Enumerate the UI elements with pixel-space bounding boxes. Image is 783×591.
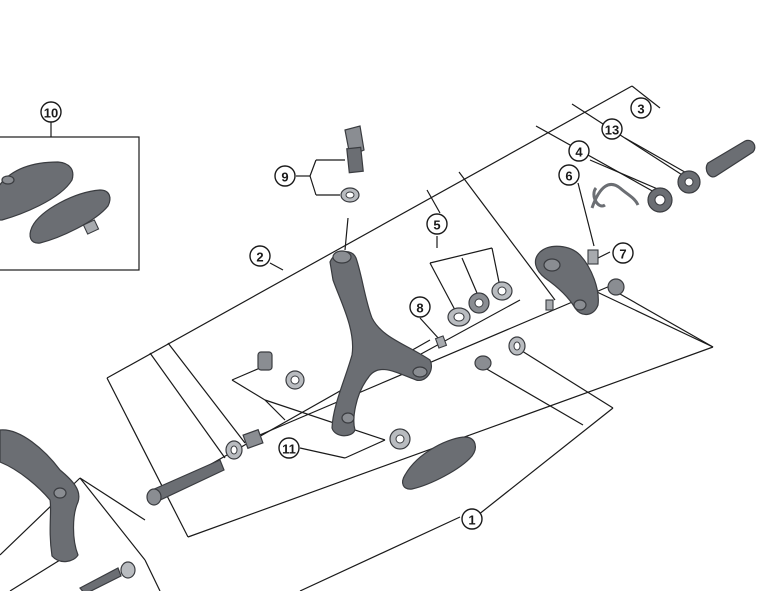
svg-text:11: 11: [282, 442, 296, 457]
svg-text:9: 9: [281, 170, 288, 185]
brake-arm-icon: [329, 250, 432, 437]
spring-cover-icon: [534, 245, 599, 315]
svg-text:10: 10: [44, 106, 58, 121]
svg-text:1: 1: [468, 513, 475, 528]
callout-3: 3: [630, 97, 652, 119]
svg-text:2: 2: [256, 250, 263, 265]
svg-text:6: 6: [565, 169, 572, 184]
bushing-icon: [474, 355, 492, 371]
svg-text:13: 13: [605, 123, 619, 138]
callout-4: 4: [568, 140, 590, 162]
parts: [0, 125, 756, 591]
callout-2: 2: [249, 245, 271, 267]
axle-bolt-icon: [146, 428, 264, 506]
adjust-screw-icon: [434, 335, 448, 349]
spring-icon: [590, 183, 640, 209]
callout-6: 6: [558, 164, 580, 186]
svg-text:8: 8: [416, 301, 423, 316]
fixing-bolt-icon: [340, 125, 365, 203]
svg-text:3: 3: [637, 102, 644, 117]
set-screw-icon: [587, 249, 599, 265]
svg-text:4: 4: [575, 145, 583, 160]
callout-5: 5: [426, 213, 448, 235]
callouts: 1 2 3 4 5 6 7 8: [40, 97, 652, 530]
callout-13: 13: [601, 118, 623, 140]
callout-10: 10: [40, 101, 62, 123]
svg-text:7: 7: [619, 247, 626, 262]
callout-9: 9: [274, 165, 296, 187]
callout-11: 11: [278, 437, 300, 459]
brake-arm-left-icon: [0, 429, 80, 563]
svg-text:5: 5: [433, 218, 440, 233]
bushing-icon: [607, 278, 625, 296]
small-bolt-icon: [79, 567, 122, 591]
pin-icon: [545, 299, 554, 311]
callout-1: 1: [461, 508, 483, 530]
pivot-bolt-icon: [705, 139, 756, 178]
callout-8: 8: [409, 296, 431, 318]
callout-7: 7: [612, 242, 634, 264]
shoe-bolt-icon: [257, 351, 411, 450]
brake-shoe-pair-icon: [0, 161, 111, 244]
brake-shoe-icon: [402, 436, 476, 490]
